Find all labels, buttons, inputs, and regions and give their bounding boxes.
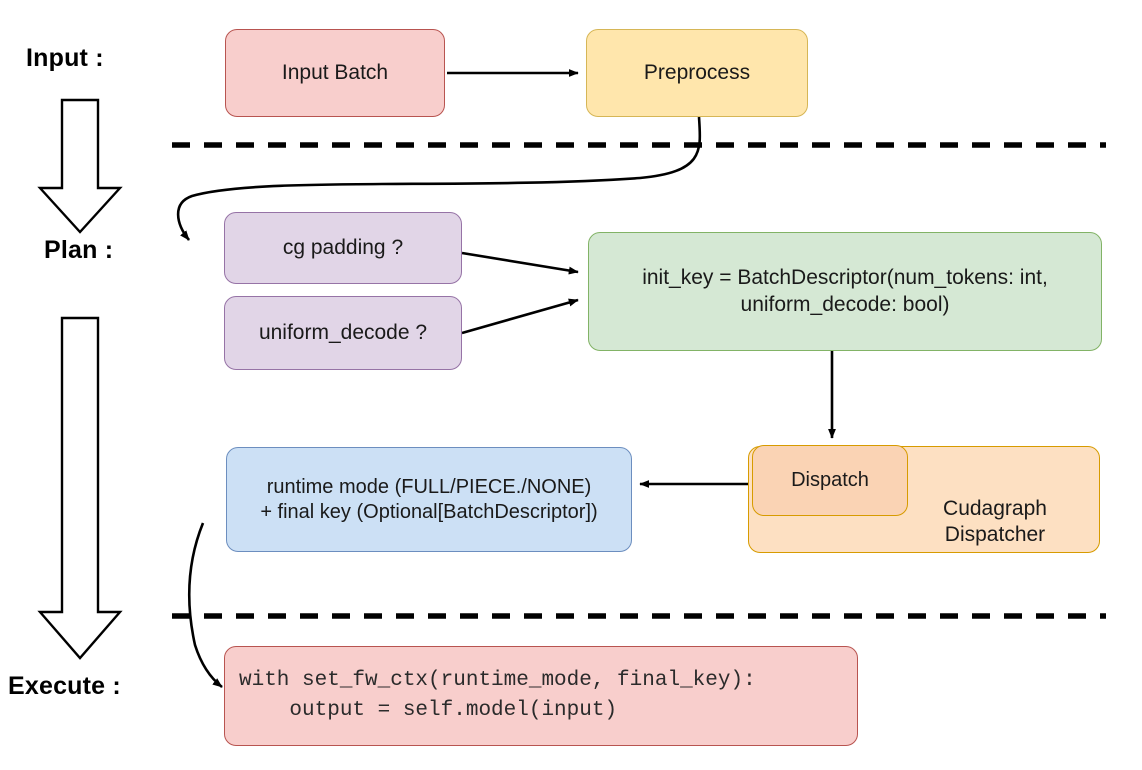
node-execute-code-line2: output = self.model(input) bbox=[239, 699, 618, 722]
arrow-cg-padding-to-init-key bbox=[461, 251, 579, 275]
node-dispatch[interactable]: Dispatch bbox=[752, 445, 908, 516]
node-preprocess-label: Preprocess bbox=[643, 60, 751, 84]
block-arrow-input-to-plan bbox=[37, 98, 123, 234]
node-cudagraph-dispatcher-line2: Dispatcher bbox=[944, 522, 1046, 546]
node-runtime-mode-line1: runtime mode (FULL/PIECE./NONE) bbox=[266, 475, 592, 498]
stage-label-input: Input : bbox=[26, 44, 104, 72]
arrow-uniform-decode-to-init-key bbox=[461, 298, 579, 335]
node-init-key-line1: init_key = BatchDescriptor(num_tokens: i… bbox=[642, 266, 1048, 290]
node-input-batch[interactable]: Input Batch bbox=[225, 29, 445, 117]
node-preprocess[interactable]: Preprocess bbox=[586, 29, 808, 117]
node-init-key-line2: uniform_decode: bool) bbox=[740, 292, 950, 316]
node-execute-code-line1: with set_fw_ctx(runtime_mode, final_key)… bbox=[239, 668, 756, 692]
block-arrow-plan-to-execute bbox=[37, 316, 123, 660]
arrow-runtime-mode-to-execute bbox=[187, 522, 223, 689]
node-execute-code[interactable]: with set_fw_ctx(runtime_mode, final_key)… bbox=[224, 646, 858, 746]
node-input-batch-label: Input Batch bbox=[281, 60, 389, 84]
node-cg-padding[interactable]: cg padding ? bbox=[224, 212, 462, 284]
stage-label-execute: Execute : bbox=[8, 672, 121, 700]
node-cg-padding-label: cg padding ? bbox=[282, 235, 404, 259]
node-dispatch-label: Dispatch bbox=[791, 469, 869, 491]
node-uniform-decode[interactable]: uniform_decode ? bbox=[224, 296, 462, 370]
stage-label-plan: Plan : bbox=[44, 236, 114, 264]
node-init-key[interactable]: init_key = BatchDescriptor(num_tokens: i… bbox=[588, 232, 1102, 351]
node-cudagraph-dispatcher-line1: Cudagraph bbox=[943, 496, 1047, 520]
node-runtime-mode[interactable]: runtime mode (FULL/PIECE./NONE) + final … bbox=[226, 447, 632, 552]
node-runtime-mode-line2: + final key (Optional[BatchDescriptor]) bbox=[260, 500, 598, 523]
node-uniform-decode-label: uniform_decode ? bbox=[258, 320, 428, 344]
